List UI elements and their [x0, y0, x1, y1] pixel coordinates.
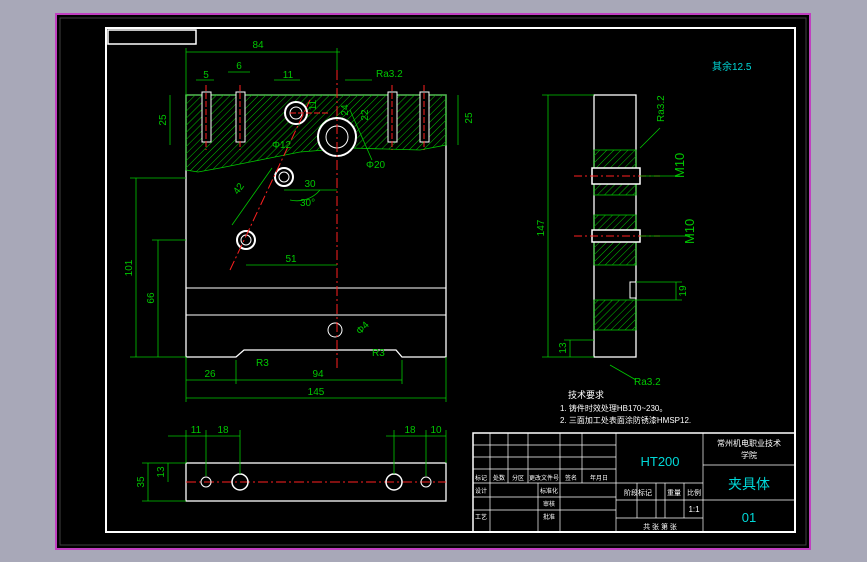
side-view: 147 Ra3.2 M10 M10 19 13 Ra3.2 — [536, 94, 697, 388]
dim-r3-left: R3 — [256, 358, 269, 369]
dim-top-10: 10 — [430, 425, 442, 436]
school-line1: 常州机电职业技术 — [717, 438, 781, 448]
part-name: 夹具体 — [728, 476, 770, 492]
dim-84: 84 — [252, 40, 264, 51]
dim-24: 24 — [340, 104, 351, 116]
dim-top-18a: 18 — [217, 425, 229, 436]
hole-mid — [274, 167, 294, 187]
dim-11b: 11 — [308, 99, 319, 110]
dim-22: 22 — [360, 109, 371, 121]
hole-low — [236, 230, 256, 250]
tech-item-1: 1. 铸件时效处理HB170~230。 — [560, 403, 667, 413]
dim-19: 19 — [678, 285, 689, 297]
tb-design: 设计 — [475, 487, 487, 495]
dim-30deg: 30° — [300, 198, 315, 209]
orientation-box — [107, 29, 197, 45]
thread-m10-top: M10 — [672, 153, 687, 178]
top-view: 11 18 18 10 13 35 — [136, 425, 447, 502]
drawing-frame-outer — [59, 17, 807, 546]
dim-top-11: 11 — [191, 425, 202, 436]
thread-m10-bottom: M10 — [682, 219, 697, 244]
tb-signature: 签名 — [565, 474, 577, 482]
dim-147: 147 — [536, 219, 547, 236]
dim-94: 94 — [312, 369, 324, 380]
roughness-top: Ra3.2 — [376, 69, 403, 80]
dim-top-35: 35 — [136, 476, 147, 488]
dim-6: 6 — [236, 61, 242, 72]
tb-process: 工艺 — [475, 513, 487, 521]
tech-item-2: 2. 三面加工处表面涂防锈漆HMSP12. — [560, 415, 691, 425]
dim-101: 101 — [124, 259, 135, 276]
dim-top-18b: 18 — [404, 425, 416, 436]
drawing-sheet — [55, 13, 811, 550]
front-view: 84 5 6 11 11 Ra3.2 25 24 22 25 Φ12 Φ20 3… — [124, 40, 475, 402]
dim-phi12: Φ12 — [272, 140, 292, 151]
dim-30: 30 — [304, 179, 316, 190]
drawing-number: 01 — [742, 510, 756, 525]
tb-change-file: 更改文件号 — [529, 474, 559, 482]
dim-145: 145 — [308, 387, 325, 398]
dim-66: 66 — [146, 292, 157, 304]
dim-25-left: 25 — [158, 114, 169, 126]
dim-11a: 11 — [283, 70, 294, 81]
tb-approve: 批准 — [543, 513, 555, 521]
dim-51: 51 — [285, 254, 297, 265]
tb-zone: 分区 — [512, 474, 524, 482]
roughness-side-top: Ra3.2 — [656, 95, 667, 122]
roughness-note: 其余12.5 — [712, 60, 752, 73]
dim-5: 5 — [203, 70, 209, 81]
dim-r3-right: R3 — [372, 348, 385, 359]
tb-mark: 标记 — [475, 474, 487, 482]
stage-label: 阶段标记 — [624, 488, 652, 497]
material: HT200 — [640, 454, 679, 469]
scale-label: 比例 — [687, 488, 701, 497]
front-view-section-hatch — [185, 94, 447, 173]
hole-phi4 — [327, 322, 343, 338]
dim-13: 13 — [558, 342, 569, 354]
tb-review: 审核 — [543, 500, 555, 508]
school-line2: 学院 — [741, 450, 757, 460]
dim-phi20: Φ20 — [366, 160, 386, 171]
tech-title: 技术要求 — [568, 389, 604, 400]
tb-count: 处数 — [493, 474, 505, 482]
tb-date: 年月日 — [590, 474, 608, 482]
scale-value: 1:1 — [688, 505, 700, 514]
dim-26: 26 — [204, 369, 216, 380]
tb-standard: 标准化 — [540, 487, 558, 495]
sheet-label: 共 张 第 张 — [643, 522, 677, 531]
tech-requirements: 技术要求 1. 铸件时效处理HB170~230。 2. 三面加工处表面涂防锈漆H… — [560, 389, 691, 425]
roughness-side-bottom: Ra3.2 — [634, 377, 661, 388]
dim-25-right: 25 — [464, 112, 475, 124]
drawing-frame-inner — [105, 27, 796, 533]
dim-top-13: 13 — [156, 466, 167, 478]
weight-label: 重量 — [667, 489, 681, 497]
title-block: HT200 常州机电职业技术 学院 夹具体 01 阶段标记 重量 比例 1:1 … — [472, 432, 796, 533]
